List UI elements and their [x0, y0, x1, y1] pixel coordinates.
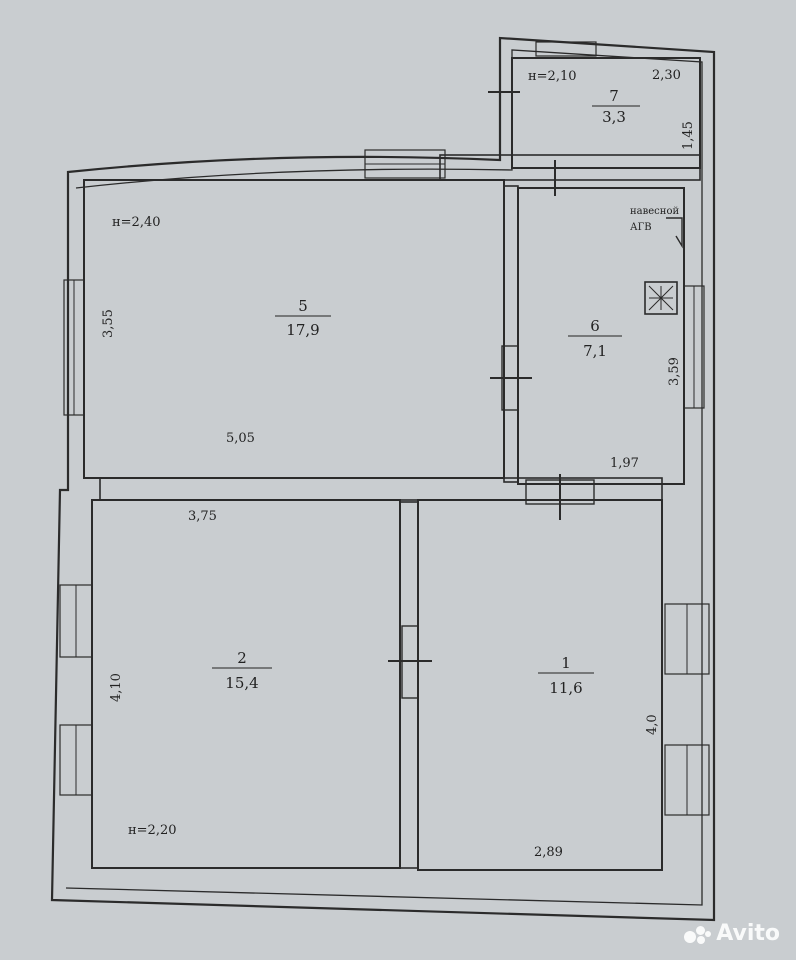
r7-width: 2,30 [652, 68, 681, 83]
boiler-icon [644, 217, 683, 315]
room-2-number: 2 [237, 649, 247, 667]
r5-width: 5,05 [226, 431, 255, 446]
avito-text: Avito [716, 921, 780, 946]
r2-height: н=2,20 [128, 823, 177, 838]
avito-logo-icon [684, 923, 712, 945]
room-5-area: 17,9 [286, 321, 319, 339]
r1-depth: 4,0 [645, 714, 660, 735]
r2-depth: 4,10 [109, 673, 124, 702]
room-7-area: 3,3 [602, 108, 626, 126]
r5-depth: 3,55 [101, 309, 116, 338]
r6-depth: 3,59 [667, 357, 682, 386]
fixture-label-1: навесной [630, 206, 679, 217]
room-labels: 7 3,3 5 17,9 6 7,1 2 15,4 1 11,6 [212, 87, 640, 697]
interior-walls [99, 154, 701, 869]
room-7-number: 7 [609, 87, 619, 105]
r2-width: 3,75 [188, 509, 217, 524]
room-1-area: 11,6 [549, 679, 582, 697]
r5-height: н=2,40 [112, 215, 161, 230]
doors [388, 91, 595, 699]
room-5-number: 5 [298, 297, 308, 315]
room-2-area: 15,4 [225, 674, 258, 692]
r7-height: н=2,10 [528, 69, 577, 84]
r7-depth: 1,45 [681, 121, 696, 150]
dimension-labels: н=2,10 2,30 1,45 н=2,40 3,55 5,05 3,59 1… [101, 68, 696, 860]
fixture-label-2: АГВ [630, 222, 652, 233]
avito-watermark: Avito [684, 921, 780, 946]
outer-walls [50, 36, 716, 922]
room-1-number: 1 [561, 654, 571, 672]
r6-width: 1,97 [610, 456, 639, 471]
r1-width: 2,89 [534, 845, 563, 860]
room-7 [511, 57, 701, 169]
room-6-number: 6 [590, 317, 600, 335]
room-6-area: 7,1 [583, 342, 607, 360]
room-1 [417, 499, 663, 871]
windows [59, 41, 710, 816]
